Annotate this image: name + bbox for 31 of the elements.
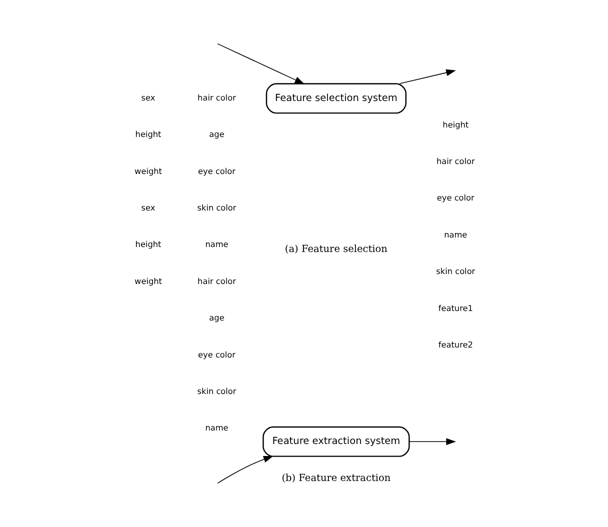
label: eye color	[198, 349, 236, 360]
arrow	[217, 456, 274, 484]
label: hair color	[198, 92, 236, 102]
label: (a) Feature selection	[284, 244, 388, 255]
arrow	[399, 69, 456, 84]
label: age	[209, 129, 224, 140]
label: eye color	[436, 192, 474, 203]
label: hair color	[198, 276, 236, 286]
label: hair color	[436, 156, 475, 166]
label: skin color	[436, 266, 476, 276]
label: (b) Feature extraction	[282, 472, 391, 484]
arrow	[217, 43, 305, 84]
label: name	[444, 229, 468, 240]
node-box: Feature extraction system	[262, 426, 410, 457]
label: sex	[141, 92, 156, 102]
label: height	[135, 129, 162, 140]
label: skin color	[197, 386, 236, 396]
label: sex	[141, 202, 156, 213]
node-box: Feature selection system	[266, 83, 407, 114]
label: name	[205, 422, 228, 433]
label: height	[442, 119, 469, 130]
label: skin color	[197, 202, 236, 213]
label: name	[205, 239, 228, 250]
arrow	[408, 438, 456, 446]
label: feature1	[438, 302, 473, 313]
label: weight	[134, 166, 162, 176]
label: eye color	[198, 166, 236, 176]
label: weight	[134, 276, 162, 286]
label: age	[209, 312, 224, 323]
label: feature2	[438, 339, 473, 350]
label: height	[135, 239, 162, 250]
